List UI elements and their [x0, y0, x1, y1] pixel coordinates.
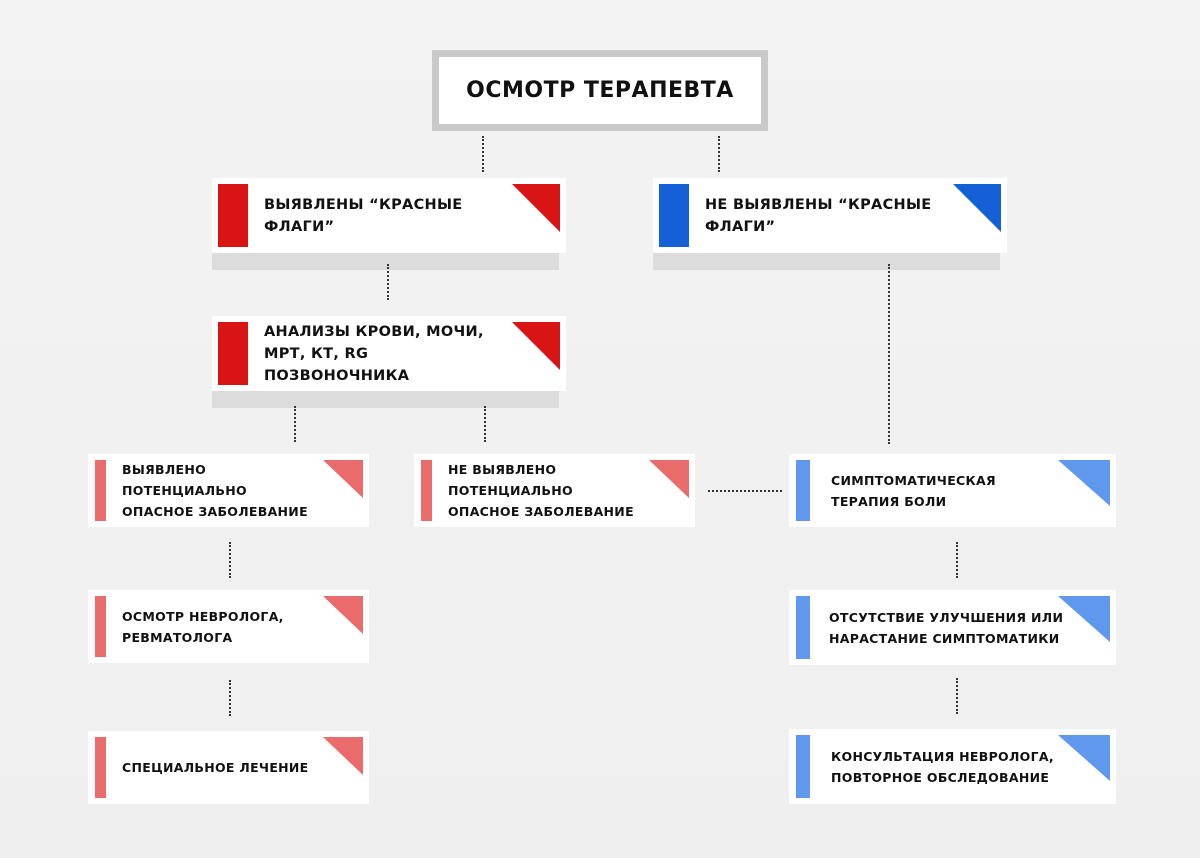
node-symptomatic-therapy: СИМПТОМАТИЧЕСКАЯ ТЕРАПИЯ БОЛИ [789, 454, 1116, 527]
connector-neuro-special [229, 680, 231, 716]
connector-flags-tests [387, 264, 389, 300]
red-marker [218, 184, 248, 247]
node-shadow [653, 252, 1000, 270]
connector-noimprove-consult [956, 678, 958, 714]
red-corner-triangle [323, 596, 363, 634]
connector-dangerous-neuro [229, 542, 231, 578]
node-label: НЕ ВЫЯВЛЕНЫ “КРАСНЫЕ ФЛАГИ” [705, 196, 932, 235]
red-marker [95, 737, 106, 798]
node-label: АНАЛИЗЫ КРОВИ, МОЧИ, МРТ, КТ, RG ПОЗВОНО… [264, 323, 484, 384]
blue-corner-triangle [1058, 460, 1110, 506]
node-no-improvement: ОТСУТСТВИЕ УЛУЧШЕНИЯ ИЛИ НАРАСТАНИЕ СИМП… [789, 590, 1116, 665]
blue-corner-triangle [1058, 596, 1110, 642]
red-corner-triangle [512, 322, 560, 370]
node-shadow [212, 252, 559, 270]
node-label: ОТСУТСТВИЕ УЛУЧШЕНИЯ ИЛИ НАРАСТАНИЕ СИМП… [829, 609, 1064, 646]
connector-tests-dangerous-not-found [484, 406, 486, 442]
node-red-flags-found: ВЫЯВЛЕНЫ “КРАСНЫЕ ФЛАГИ” [212, 178, 566, 253]
node-red-flags-not-found: НЕ ВЫЯВЛЕНЫ “КРАСНЫЕ ФЛАГИ” [653, 178, 1007, 253]
red-corner-triangle [323, 460, 363, 498]
node-tests: АНАЛИЗЫ КРОВИ, МОЧИ, МРТ, КТ, RG ПОЗВОНО… [212, 316, 566, 391]
node-neuro-consult: КОНСУЛЬТАЦИЯ НЕВРОЛОГА, ПОВТОРНОЕ ОБСЛЕД… [789, 729, 1116, 804]
node-label: ВЫЯВЛЕНО ПОТЕНЦИАЛЬНО ОПАСНОЕ ЗАБОЛЕВАНИ… [122, 462, 308, 519]
red-marker [421, 460, 432, 521]
node-dangerous-not-found: НЕ ВЫЯВЛЕНО ПОТЕНЦИАЛЬНО ОПАСНОЕ ЗАБОЛЕВ… [414, 454, 695, 527]
connector-not-found-symptomatic [888, 264, 890, 444]
blue-marker [796, 596, 810, 659]
connector-horizontal [708, 490, 782, 492]
node-label: КОНСУЛЬТАЦИЯ НЕВРОЛОГА, ПОВТОРНОЕ ОБСЛЕД… [831, 748, 1054, 785]
node-neuro-rheum-exam: ОСМОТР НЕВРОЛОГА, РЕВМАТОЛОГА [88, 590, 369, 663]
blue-marker [796, 735, 810, 798]
red-corner-triangle [649, 460, 689, 498]
node-dangerous-found: ВЫЯВЛЕНО ПОТЕНЦИАЛЬНО ОПАСНОЕ ЗАБОЛЕВАНИ… [88, 454, 369, 527]
red-marker [95, 596, 106, 657]
diagram-title: ОСМОТР ТЕРАПЕВТА [439, 57, 761, 124]
connector-symptomatic-noimprove [956, 542, 958, 578]
connector-tests-dangerous-found [294, 406, 296, 442]
red-corner-triangle [323, 737, 363, 775]
node-label: ВЫЯВЛЕНЫ “КРАСНЫЕ ФЛАГИ” [264, 196, 463, 235]
node-label: СПЕЦИАЛЬНОЕ ЛЕЧЕНИЕ [122, 760, 309, 775]
node-label: СИМПТОМАТИЧЕСКАЯ ТЕРАПИЯ БОЛИ [831, 472, 996, 509]
blue-corner-triangle [953, 184, 1001, 232]
blue-marker [659, 184, 689, 247]
red-marker [218, 322, 248, 385]
connector-title-left [482, 136, 484, 172]
node-shadow [212, 390, 559, 408]
red-marker [95, 460, 106, 521]
red-corner-triangle [512, 184, 560, 232]
connector-title-right [718, 136, 720, 172]
node-label: НЕ ВЫЯВЛЕНО ПОТЕНЦИАЛЬНО ОПАСНОЕ ЗАБОЛЕВ… [448, 462, 634, 519]
title-box: ОСМОТР ТЕРАПЕВТА [432, 50, 768, 131]
node-label: ОСМОТР НЕВРОЛОГА, РЕВМАТОЛОГА [122, 608, 284, 645]
node-special-treatment: СПЕЦИАЛЬНОЕ ЛЕЧЕНИЕ [88, 731, 369, 804]
blue-marker [796, 460, 810, 521]
blue-corner-triangle [1058, 735, 1110, 781]
